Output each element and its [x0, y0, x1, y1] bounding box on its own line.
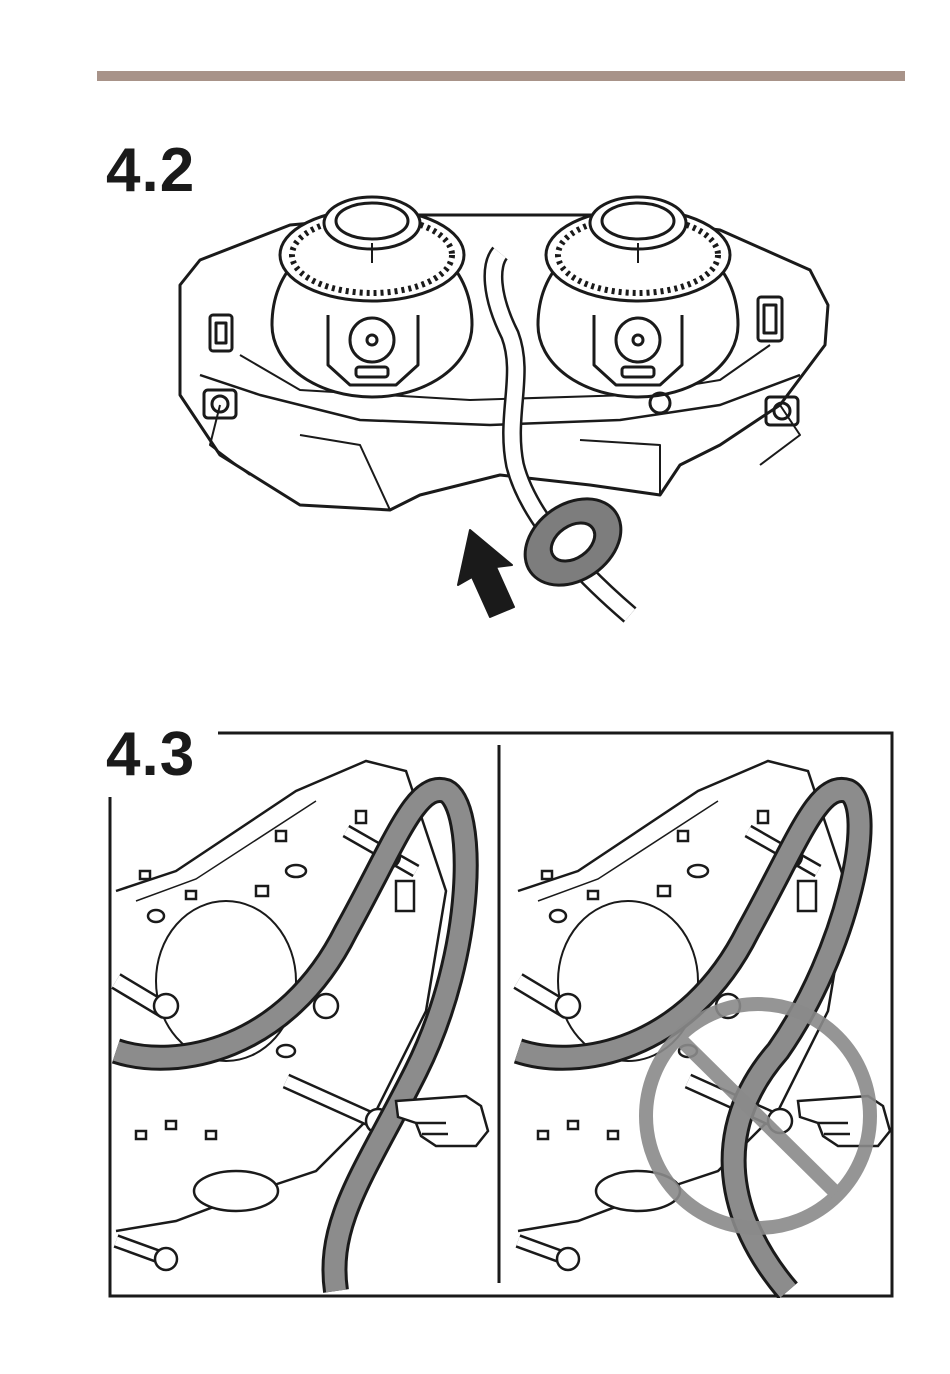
insert-arrow-icon [458, 530, 514, 617]
camera-illustration [160, 175, 840, 625]
panel-incorrect-routing [518, 761, 890, 1291]
pointing-hand-icon [396, 1096, 488, 1146]
panel-correct-routing [116, 761, 488, 1291]
step-4-3-figure [108, 731, 894, 1298]
left-sensor-dome [272, 197, 472, 397]
header-rule [97, 71, 905, 81]
